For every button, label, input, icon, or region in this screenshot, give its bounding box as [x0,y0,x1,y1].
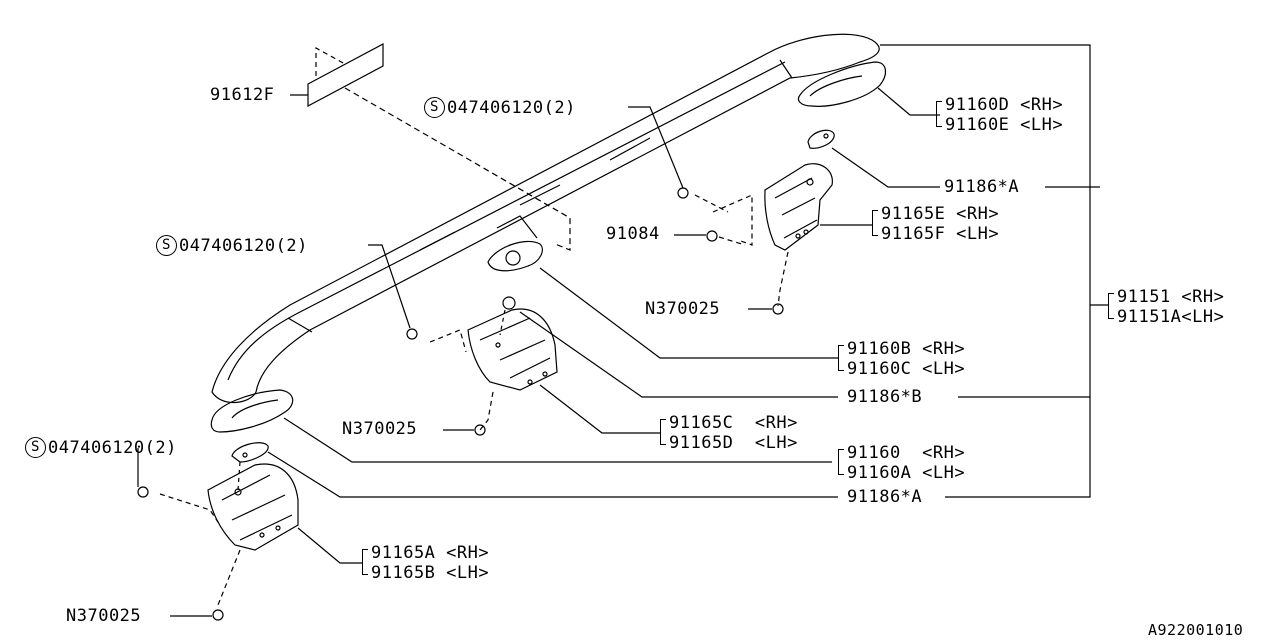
screw-bottom-icon [137,486,149,498]
s-symbol-icon: S [25,437,46,458]
label-clip: 91084 [606,224,660,244]
bracket-mid-rh: 91165C <RH> [669,413,798,433]
clip-icon [706,230,718,242]
bracket-rear-rh: 91165E <RH> [881,204,1000,224]
pad-front-lh: 91160A <LH> [847,463,966,483]
rail-lh: 91151A<LH> [1117,307,1225,327]
label-pad-mid: 91160B <RH> 91160C <LH> [838,339,965,379]
screw-bottom-qty: (2) [144,437,177,458]
bracket-front-lh: 91165B <LH> [371,563,490,583]
nut-front-icon [212,609,224,621]
molding-part [307,43,571,251]
label-pad-front: 91160 <RH> 91160A <LH> [838,443,965,483]
label-spacer-rear: 91186*A [944,177,1020,197]
nut-mid-icon [474,424,486,436]
pad-rear-lh: 91160E <LH> [945,115,1064,135]
label-pad-rear: 91160D <RH> 91160E <LH> [936,95,1063,135]
screw-mid-number: 047406120 [179,235,276,256]
fasteners [137,187,784,621]
label-nut-front: N370025 [66,606,142,626]
screw-top-qty: (2) [543,97,576,118]
front-mount-parts [159,389,299,606]
label-bracket-mid: 91165C <RH> 91165D <LH> [660,413,798,453]
pad-rear-rh: 91160D <RH> [945,95,1064,115]
label-spacer-front: 91186*A [847,487,923,507]
label-spacer-mid: 91186*B [847,387,923,407]
screw-mid-icon [406,328,418,340]
screw-top-icon [677,187,689,199]
middle-mount-parts [429,215,558,431]
label-molding: 91612F [210,85,275,105]
label-bracket-front: 91165A <RH> 91165B <LH> [362,543,489,583]
pad-mid-lh: 91160C <LH> [847,359,966,379]
label-nut-rear: N370025 [645,299,721,319]
bracket-front-rh: 91165A <RH> [371,543,490,563]
pad-mid-rh: 91160B <RH> [847,339,966,359]
screw-mid-qty: (2) [275,235,308,256]
rear-mount-parts [694,61,886,307]
screw-bottom-number: 047406120 [48,437,145,458]
rail-rh: 91151 <RH> [1117,287,1225,307]
s-symbol-icon: S [424,97,445,118]
label-bracket-rear: 91165E <RH> 91165F <LH> [872,204,999,244]
label-rail: 91151 <RH> 91151A<LH> [1108,287,1224,327]
s-symbol-icon: S [156,235,177,256]
bracket-mid-lh: 91165D <LH> [669,433,798,453]
roof-rail [211,33,880,404]
diagram-code: A922001010 [1148,621,1244,639]
label-nut-mid: N370025 [342,419,418,439]
leader-lines [137,44,1108,617]
bracket-rear-lh: 91165F <LH> [881,224,1000,244]
pad-front-rh: 91160 <RH> [847,443,966,463]
nut-rear-icon [772,303,784,315]
screw-top-number: 047406120 [447,97,544,118]
